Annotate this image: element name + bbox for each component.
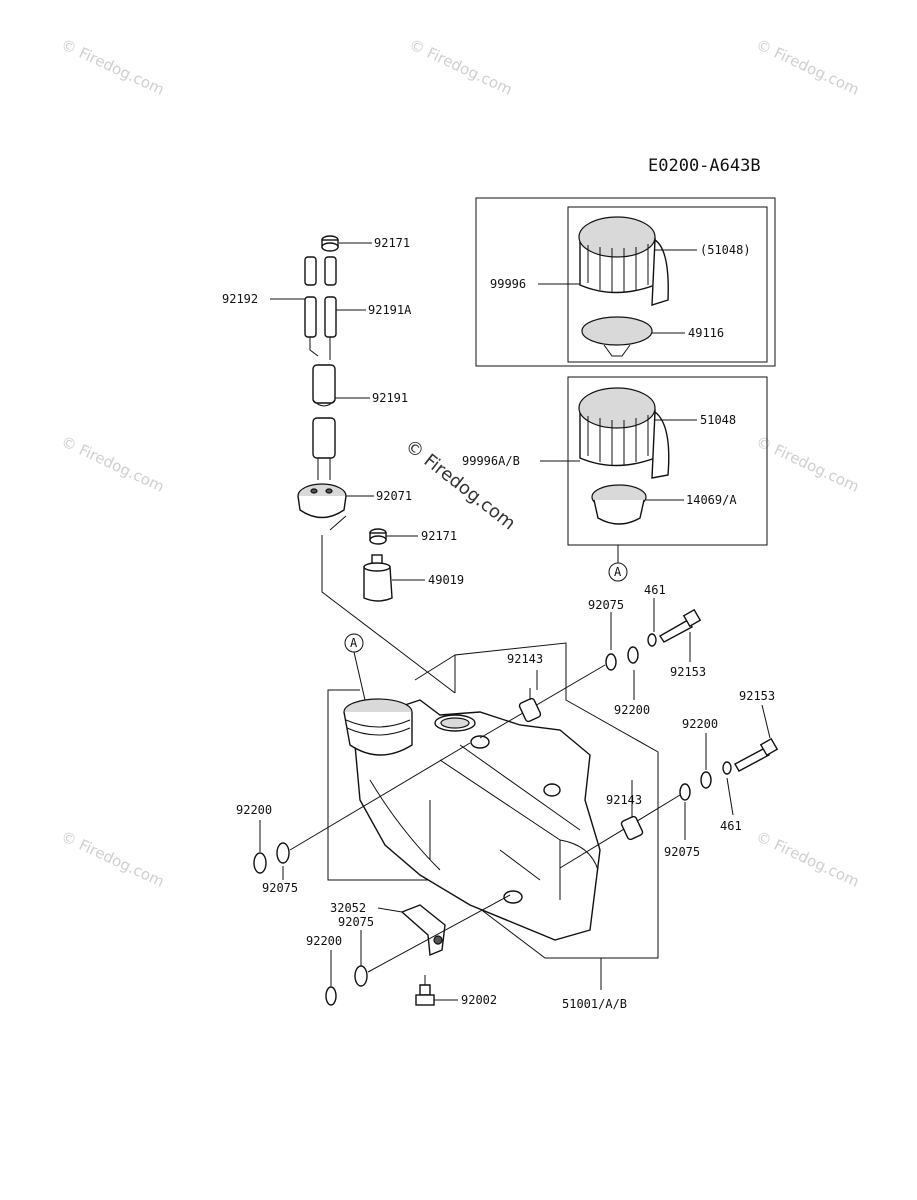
leader-lines bbox=[259, 242, 771, 1001]
label-92075-left: 92075 bbox=[262, 881, 298, 895]
label-99996ab: 99996A/B bbox=[462, 454, 520, 468]
watermark: © Firedog.com bbox=[58, 35, 167, 98]
diagram-code: E0200-A643B bbox=[648, 156, 761, 176]
label-14069a: 14069/A bbox=[686, 493, 737, 507]
hardware bbox=[253, 608, 779, 1006]
label-92171-top: 92171 bbox=[374, 236, 410, 250]
label-92200-right: 92200 bbox=[682, 717, 718, 731]
tank-cap-box-lower bbox=[567, 376, 768, 563]
tank-cap-box-upper bbox=[475, 197, 776, 367]
label-92200-left: 92200 bbox=[236, 803, 272, 817]
label-92200-top: 92200 bbox=[614, 703, 650, 717]
callout-a-tank-label: A bbox=[350, 636, 358, 650]
label-92143-top: 92143 bbox=[507, 652, 543, 666]
watermark: © Firedog.com bbox=[753, 827, 862, 890]
label-92153-right: 92153 bbox=[739, 689, 775, 703]
callout-a-label: A bbox=[614, 565, 622, 579]
label-92200-bottom: 92200 bbox=[306, 934, 342, 948]
label-49116: 49116 bbox=[688, 326, 724, 340]
callout-a-tank: A bbox=[344, 633, 366, 701]
watermark-center: © Firedog.com bbox=[401, 435, 519, 534]
callout-a-ref: A bbox=[608, 562, 628, 582]
watermark: © Firedog.com bbox=[58, 432, 167, 495]
label-51048-paren: (51048) bbox=[700, 243, 751, 257]
label-99996: 99996 bbox=[490, 277, 526, 291]
fuel-pickup-assembly bbox=[297, 235, 456, 694]
watermark: © Firedog.com bbox=[753, 35, 862, 98]
label-92191a: 92191A bbox=[368, 303, 412, 317]
label-92075-right: 92075 bbox=[664, 845, 700, 859]
label-92075-top: 92075 bbox=[588, 598, 624, 612]
watermark: © Firedog.com bbox=[753, 432, 862, 495]
label-92153-top: 92153 bbox=[670, 665, 706, 679]
label-461-top: 461 bbox=[644, 583, 666, 597]
label-92191: 92191 bbox=[372, 391, 408, 405]
fuel-tank bbox=[327, 642, 659, 959]
label-92143-mid: 92143 bbox=[606, 793, 642, 807]
label-92075-bottom: 92075 bbox=[338, 915, 374, 929]
label-92192: 92192 bbox=[222, 292, 258, 306]
label-92002: 92002 bbox=[461, 993, 497, 1007]
label-92171-low: 92171 bbox=[421, 529, 457, 543]
label-51001ab: 51001/A/B bbox=[562, 997, 627, 1011]
watermark: © Firedog.com bbox=[406, 35, 515, 98]
watermark: © Firedog.com bbox=[58, 827, 167, 890]
label-32052: 32052 bbox=[330, 901, 366, 915]
label-461-right: 461 bbox=[720, 819, 742, 833]
label-49019: 49019 bbox=[428, 573, 464, 587]
label-92071: 92071 bbox=[376, 489, 412, 503]
label-51048: 51048 bbox=[700, 413, 736, 427]
part-labels: 92171 92192 92191A 92191 92071 92171 490… bbox=[222, 236, 775, 1011]
